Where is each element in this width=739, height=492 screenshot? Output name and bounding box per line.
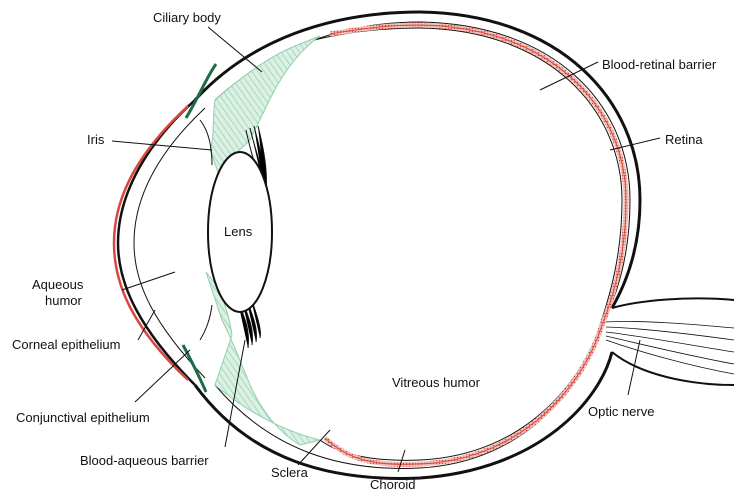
ciliary-body-upper [210, 36, 320, 172]
label-blood-aqueous-barrier: Blood-aqueous barrier [80, 453, 209, 468]
conjunctiva-top [186, 64, 216, 118]
label-iris: Iris [87, 132, 105, 147]
iris-upper [200, 120, 212, 165]
label-corneal-epithelium: Corneal epithelium [12, 337, 120, 352]
label-sclera: Sclera [271, 465, 309, 480]
label-optic-nerve: Optic nerve [588, 404, 654, 419]
optic-nerve [606, 298, 734, 385]
choroid-outline [215, 22, 630, 468]
iris-lower [200, 305, 212, 340]
label-blood-retinal-barrier: Blood-retinal barrier [602, 57, 717, 72]
label-aqueous-humor-line1: Aqueous [32, 277, 84, 292]
leader-lines [112, 27, 660, 472]
label-aqueous-humor-line2: humor [45, 293, 83, 308]
label-lens: Lens [224, 224, 253, 239]
label-vitreous-humor: Vitreous humor [392, 375, 481, 390]
label-ciliary-body: Ciliary body [153, 10, 221, 25]
blood-retinal-barrier-band [325, 25, 626, 464]
label-retina: Retina [665, 132, 703, 147]
label-conjunctival-epithelium: Conjunctival epithelium [16, 410, 150, 425]
retina-outline [300, 28, 622, 460]
label-choroid: Choroid [370, 477, 416, 492]
blood-retinal-barrier-edge [325, 25, 626, 464]
